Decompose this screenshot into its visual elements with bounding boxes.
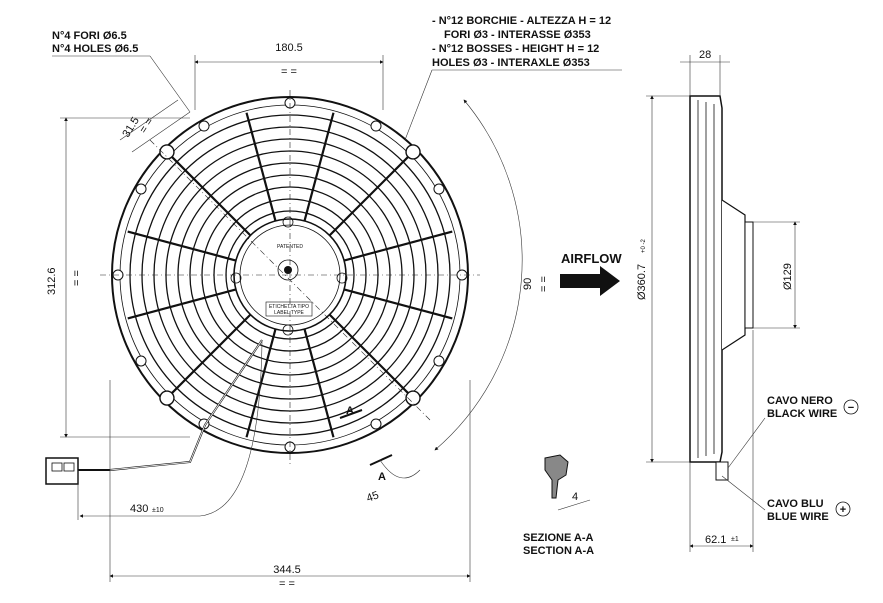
holes-label-it: N°4 FORI Ø6.5 <box>52 30 127 42</box>
grille-spoke <box>245 112 277 222</box>
front-dimensions: 180.5 = = 312.6 = = 31.5 = = 90 = = 344.… <box>46 42 550 590</box>
minus-sign-icon <box>843 399 859 415</box>
mounting-hole <box>159 390 175 406</box>
section-marker-top: A <box>346 405 354 417</box>
side-connector <box>715 461 729 481</box>
bosses-en-2: HOLES Ø3 - INTERAXLE Ø353 <box>432 57 590 69</box>
motor-body <box>721 199 746 351</box>
grille-spoke <box>245 328 277 438</box>
airflow-label: AIRFLOW <box>561 251 622 266</box>
shaft-center <box>284 266 292 274</box>
section-label-en: SECTION A-A <box>523 545 594 557</box>
label-plate <box>265 301 313 317</box>
grille-spoke <box>303 328 335 438</box>
section-shape <box>544 454 569 499</box>
dim-bottom: 344.5 <box>273 564 301 576</box>
blue-sign: + <box>840 504 846 516</box>
hub-screw-right <box>336 272 348 284</box>
boss <box>198 120 210 132</box>
section-marker-bottom: A <box>378 471 386 483</box>
holes-label-en: N°4 HOLES Ø6.5 <box>52 43 138 55</box>
mounting-hole <box>405 390 421 406</box>
boss <box>135 183 147 195</box>
airflow-arrow <box>560 266 620 296</box>
grille-spoke <box>127 288 237 320</box>
grille-spoke <box>170 313 252 395</box>
blue-wire-en: BLUE WIRE <box>767 511 829 523</box>
fan-front-view: PATENTED ETICHETTA TIPO LABEL TYPE <box>45 90 480 485</box>
dim-top: 180.5 <box>275 42 303 54</box>
hub-screw-top <box>282 216 294 228</box>
dim-diameter-tol: +0 -2 <box>641 238 647 253</box>
black-wire-en: BLACK WIRE <box>767 408 837 420</box>
label-plate-en: LABEL TYPE <box>274 310 304 316</box>
boss <box>135 355 147 367</box>
boss <box>370 418 382 430</box>
grille-spoke <box>343 230 453 262</box>
boss <box>433 355 445 367</box>
airflow-indicator: AIRFLOW <box>560 251 622 296</box>
bosses-it-1: - N°12 BORCHIE - ALTEZZA H = 12 <box>432 15 611 27</box>
dim-31-5-sym: = = <box>137 116 156 136</box>
dim-28: 28 <box>699 49 711 61</box>
dim-62-tol: ±1 <box>731 536 739 543</box>
dim-diameter: Ø360.7 <box>636 264 648 300</box>
fan-side-view: Ø360.7 +0 -2 28 Ø129 62.1 ±1 CAVO NERO B… <box>636 49 859 552</box>
grille-spoke <box>303 112 335 222</box>
grille-spoke <box>127 230 237 262</box>
mounting-hole <box>159 144 175 160</box>
section-label-it: SEZIONE A-A <box>523 532 594 544</box>
dim-bottom-sym: = = <box>279 578 295 590</box>
dim-side-sym: = = <box>71 270 83 286</box>
dim-45: 45 <box>365 489 381 504</box>
grille-spoke <box>343 288 453 320</box>
section-a-a: 4 SEZIONE A-A SECTION A-A <box>523 454 594 557</box>
dim-90-sym: = = <box>538 276 550 292</box>
bosses-it-2: FORI Ø3 - INTERASSE Ø353 <box>444 29 591 41</box>
mounting-hole <box>405 144 421 160</box>
grille-spoke <box>328 155 410 237</box>
hub-screw-left <box>230 272 242 284</box>
label-plate-it: ETICHETTA TIPO <box>269 304 309 310</box>
blue-wire-it: CAVO BLU <box>767 498 824 510</box>
dim-129: Ø129 <box>782 263 794 290</box>
black-wire-it: CAVO NERO <box>767 395 833 407</box>
section-dim-4: 4 <box>572 491 578 503</box>
dim-90: 90 <box>522 278 534 290</box>
grille-spoke <box>170 155 252 237</box>
grille-spokes <box>127 112 453 438</box>
dim-62: 62.1 <box>705 534 726 546</box>
dim-side: 312.6 <box>46 267 58 295</box>
dim-cable: 430 <box>130 503 148 515</box>
plus-sign-icon <box>835 501 851 517</box>
motor-shaft <box>277 259 299 281</box>
black-sign: − <box>848 402 854 414</box>
grille-spoke <box>328 313 410 395</box>
motor-cap <box>744 221 754 329</box>
boss <box>370 120 382 132</box>
boss <box>433 183 445 195</box>
callout-labels: N°4 FORI Ø6.5 N°4 HOLES Ø6.5 - N°12 BORC… <box>52 15 622 141</box>
hub-screw-bottom <box>282 324 294 336</box>
dim-cable-tol: ±10 <box>152 507 164 514</box>
bosses-en-1: - N°12 BOSSES - HEIGHT H = 12 <box>432 43 599 55</box>
dim-top-sym: = = <box>281 66 297 78</box>
